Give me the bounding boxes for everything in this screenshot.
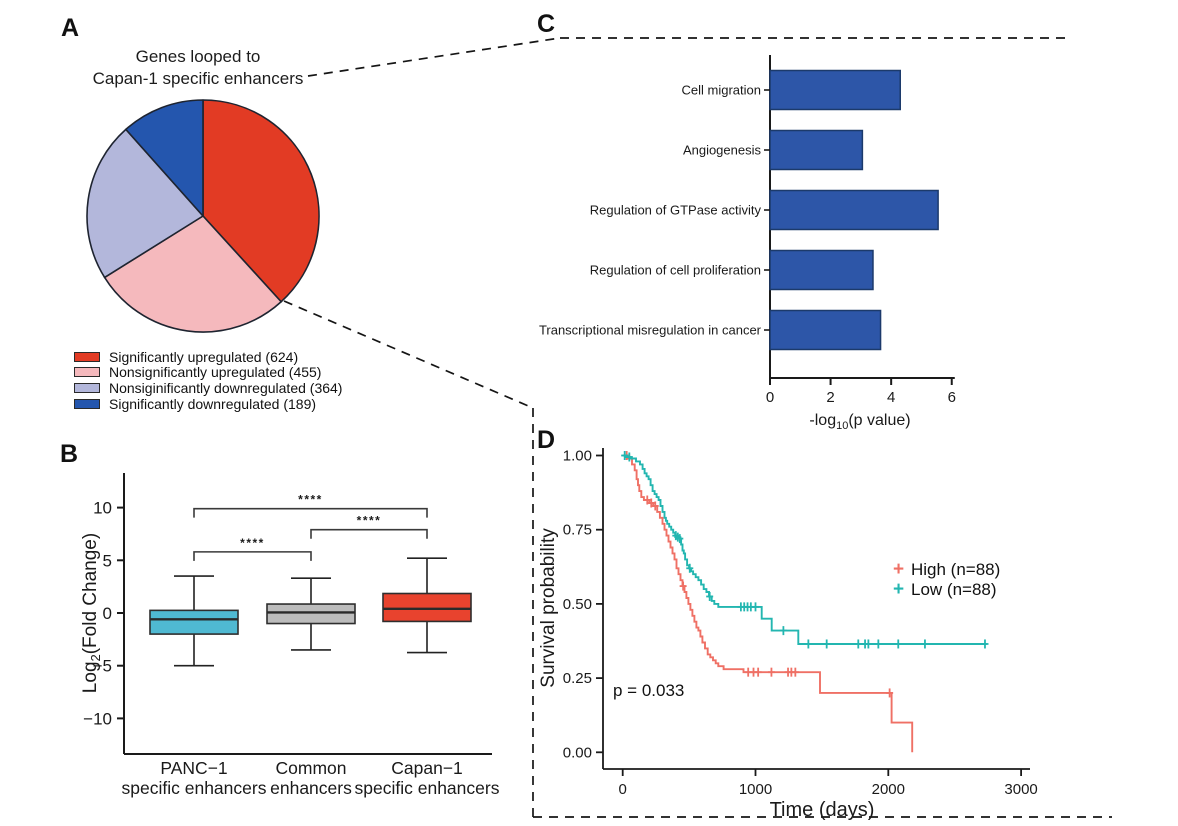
- pie-legend-label: Nonsignificantly upregulated (455): [109, 364, 322, 381]
- pie-title-line2: Capan-1 specific enhancers: [92, 68, 304, 88]
- km-legend-label-low: Low (n=88): [911, 580, 997, 599]
- panel-c-label: C: [537, 10, 556, 38]
- svg-text:10: 10: [93, 499, 112, 518]
- pie-legend-item: Nonsiginificantly downregulated (364): [74, 380, 342, 396]
- km-curve-high: [622, 454, 914, 753]
- svg-text:1.00: 1.00: [563, 448, 592, 465]
- km-legend-item-high: + High (n=88): [893, 560, 1000, 580]
- svg-text:3000: 3000: [1004, 781, 1037, 798]
- km-legend-item-low: + Low (n=88): [893, 580, 1000, 600]
- svg-text:−5: −5: [93, 657, 112, 676]
- svg-text:****: ****: [240, 536, 265, 550]
- svg-text:0: 0: [619, 781, 627, 798]
- svg-text:Time (days): Time (days): [770, 799, 875, 820]
- km-legend-marker-low: +: [893, 579, 905, 600]
- svg-text:4: 4: [887, 389, 895, 406]
- pie-slice: [202, 99, 320, 303]
- pie-legend-item: Significantly upregulated (624): [74, 349, 342, 365]
- box-1: [266, 577, 356, 651]
- svg-text:0.50: 0.50: [563, 596, 592, 613]
- svg-text:Log2(Fold Change): Log2(Fold Change): [80, 533, 103, 693]
- svg-text:****: ****: [298, 493, 323, 507]
- pie-slice: [103, 215, 282, 333]
- svg-text:−10: −10: [83, 709, 112, 728]
- km-p-value: p = 0.033: [613, 681, 685, 700]
- km-legend-label-high: High (n=88): [911, 560, 1001, 579]
- go-bar: [769, 189, 939, 231]
- pie-legend-item: Nonsignificantly upregulated (455): [74, 364, 342, 381]
- pie-legend-swatch-red: [74, 351, 100, 362]
- svg-text:Capan−1: Capan−1: [391, 758, 463, 778]
- go-bar-chart: 0 2 4 6 -log10(p value) Cell migrationAngioge…: [539, 55, 956, 430]
- box-0: [149, 575, 239, 667]
- svg-text:****: ****: [357, 514, 382, 528]
- svg-text:0: 0: [103, 604, 112, 623]
- pie-legend-item: Significantly downregulated (189): [74, 396, 342, 412]
- km-curve-low: [622, 454, 987, 645]
- svg-text:PANC−1: PANC−1: [160, 758, 227, 778]
- svg-text:2000: 2000: [872, 781, 905, 798]
- svg-text:-log10(p value): -log10(p value): [809, 412, 910, 430]
- svg-text:0.75: 0.75: [563, 522, 592, 539]
- km-legend: + High (n=88) + Low (n=88): [893, 560, 1000, 600]
- svg-text:Common: Common: [276, 758, 347, 778]
- pie-legend-swatch-lavender: [74, 382, 100, 393]
- boxplot-chart: 10 5 0 −5 −10 Log2(Fold Change) **** **** **** PA…: [80, 473, 500, 798]
- svg-text:Cell migration: Cell migration: [682, 83, 761, 98]
- pie-legend-label: Nonsiginificantly downregulated (364): [109, 379, 343, 396]
- pie-slice: [125, 99, 204, 217]
- svg-text:2: 2: [826, 389, 834, 406]
- svg-text:Transcriptional misregulation: Transcriptional misregulation in cancer: [539, 323, 762, 338]
- svg-text:Regulation of GTPase activity: Regulation of GTPase activity: [590, 203, 762, 218]
- svg-text:0: 0: [766, 389, 774, 406]
- svg-text:enhancers: enhancers: [270, 778, 352, 798]
- svg-text:Regulation of cell proliferati: Regulation of cell proliferation: [590, 263, 761, 278]
- pie-chart: [86, 99, 320, 333]
- panel-b-label: B: [60, 440, 79, 468]
- go-bar: [769, 69, 901, 111]
- svg-text:5: 5: [103, 551, 112, 570]
- pie-legend-swatch-blue: [74, 398, 100, 409]
- go-bar: [769, 129, 864, 171]
- pie-legend-label: Significantly upregulated (624): [109, 348, 299, 365]
- svg-text:6: 6: [948, 389, 956, 406]
- box-2: [382, 557, 472, 654]
- go-bar: [769, 249, 874, 291]
- svg-text:0.00: 0.00: [563, 744, 592, 761]
- pie-legend-label: Significantly downregulated (189): [109, 395, 317, 412]
- km-legend-marker-high: +: [893, 559, 905, 580]
- pie-chart-title: Genes looped to Capan-1 specific enhance…: [85, 46, 311, 90]
- svg-text:0.25: 0.25: [563, 670, 592, 687]
- svg-text:Angiogenesis: Angiogenesis: [683, 143, 762, 158]
- panel-a-label: A: [61, 14, 80, 42]
- svg-text:1000: 1000: [739, 781, 772, 798]
- pie-legend: Significantly upregulated (624) Nonsigni…: [74, 349, 342, 412]
- go-bar: [769, 309, 882, 351]
- pie-title-line1: Genes looped to: [135, 47, 261, 66]
- svg-text:specific enhancers: specific enhancers: [355, 778, 500, 798]
- svg-text:specific enhancers: specific enhancers: [122, 778, 267, 798]
- panel-d-label: D: [537, 426, 556, 454]
- svg-text:Survival probability: Survival probability: [540, 528, 559, 688]
- pie-slice: [86, 128, 204, 279]
- pie-legend-swatch-pink: [74, 367, 100, 378]
